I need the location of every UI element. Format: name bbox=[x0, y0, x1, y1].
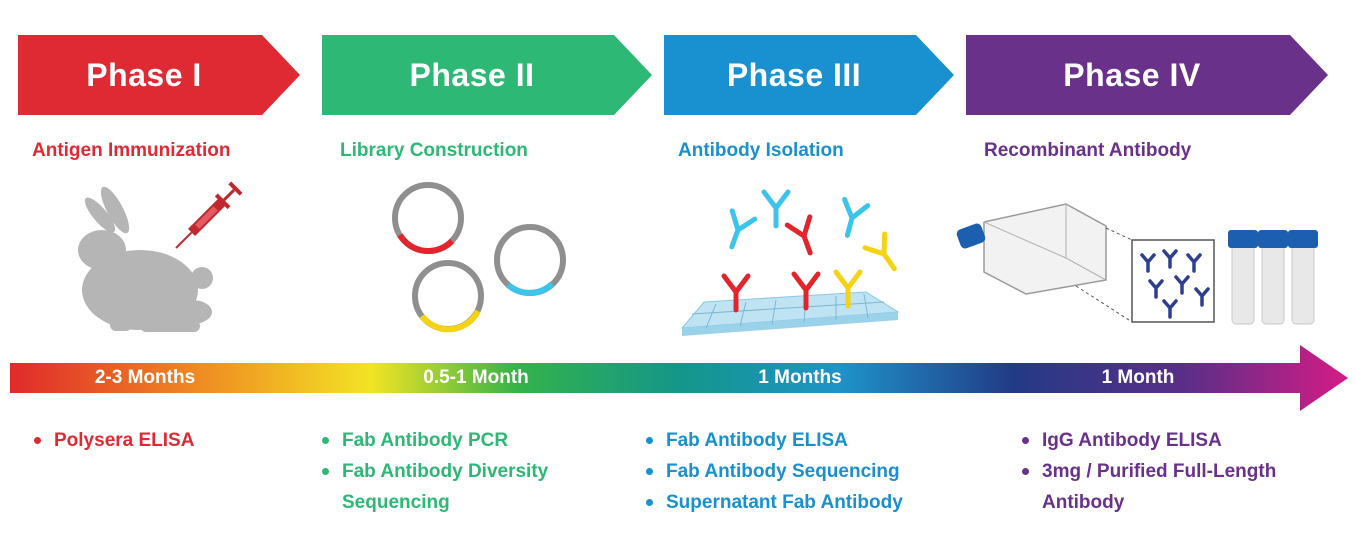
plate-icon bbox=[680, 291, 900, 336]
list-item: Supernatant Fab Antibody bbox=[644, 487, 903, 518]
list-item: Fab Antibody ELISA bbox=[644, 425, 903, 456]
list-item: IgG Antibody ELISA bbox=[1020, 425, 1320, 456]
phase-subtitle-4: Recombinant Antibody bbox=[984, 140, 1192, 161]
phase-banner-2: Phase II bbox=[322, 35, 652, 115]
phase-title-4: Phase IV bbox=[1063, 56, 1201, 93]
list-item: Polysera ELISA bbox=[32, 425, 194, 456]
phase-1-items: Polysera ELISA bbox=[32, 425, 194, 456]
list-item: Fab Antibody Sequencing bbox=[644, 456, 903, 487]
flask-tubes-icon bbox=[956, 203, 1318, 325]
phase-banner-3: Phase III bbox=[664, 35, 954, 115]
plasmid-rings-icon bbox=[392, 182, 566, 333]
timeline-arrow bbox=[10, 345, 1348, 411]
phase-title-1: Phase I bbox=[86, 56, 202, 93]
phase-title-3: Phase III bbox=[726, 56, 862, 93]
list-item: Fab Antibody PCR bbox=[320, 425, 600, 456]
antibody-plate-icon bbox=[680, 180, 916, 336]
rabbit-syringe-icon bbox=[78, 181, 243, 332]
rabbit-icon bbox=[78, 186, 213, 332]
plasmid-blue-icon bbox=[494, 224, 566, 296]
duration-label-2: 0.5-1 Month bbox=[423, 367, 529, 388]
phase-subtitle-1: Antigen Immunization bbox=[32, 140, 231, 161]
list-item: 3mg / Purified Full-Length Antibody bbox=[1020, 456, 1320, 518]
syringe-icon bbox=[175, 181, 243, 249]
plasmid-red-icon bbox=[392, 182, 464, 254]
zoom-line-top bbox=[1105, 227, 1133, 241]
phase-2-items: Fab Antibody PCR Fab Antibody Diversity … bbox=[320, 425, 600, 518]
phase-4-items: IgG Antibody ELISA 3mg / Purified Full-L… bbox=[1020, 425, 1320, 518]
plasmid-yellow-icon bbox=[412, 260, 484, 333]
duration-label-4: 1 Month bbox=[1101, 367, 1175, 388]
duration-label-3: 1 Months bbox=[758, 367, 842, 388]
phase-subtitle-2: Library Construction bbox=[340, 140, 528, 161]
culture-flask-icon bbox=[956, 203, 1107, 295]
phase-banner-1: Phase I bbox=[18, 35, 300, 115]
phase-subtitle-3: Antibody Isolation bbox=[678, 140, 844, 161]
phase-title-2: Phase II bbox=[409, 56, 535, 93]
free-antibodies-icon bbox=[721, 192, 905, 276]
phase-3-items: Fab Antibody ELISA Fab Antibody Sequenci… bbox=[644, 425, 903, 518]
phase-banner-4: Phase IV bbox=[966, 35, 1328, 115]
list-item: Fab Antibody Diversity Sequencing bbox=[320, 456, 600, 518]
vials-icon bbox=[1228, 230, 1318, 325]
zoom-line-bottom bbox=[1075, 285, 1133, 323]
antibody-zoom-box-icon bbox=[1131, 239, 1215, 323]
duration-label-1: 2-3 Months bbox=[94, 367, 196, 388]
